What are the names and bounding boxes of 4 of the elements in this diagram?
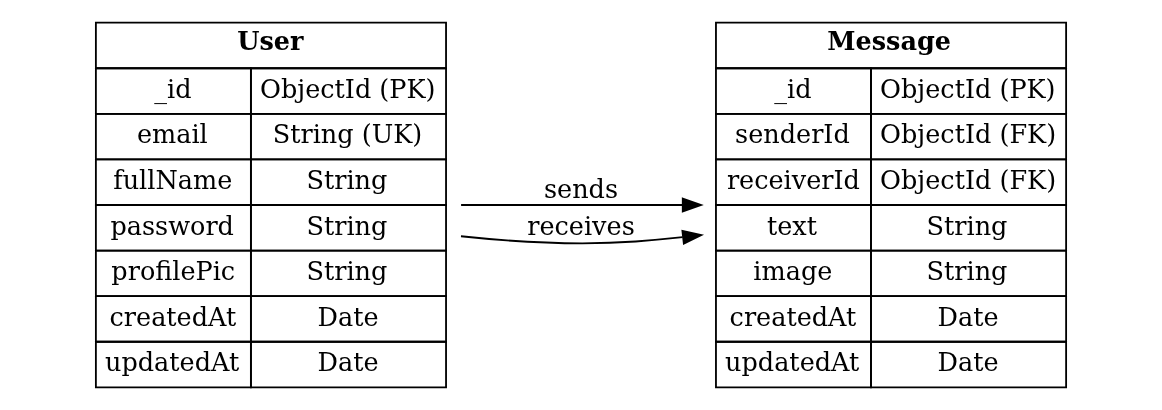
arrow <box>460 229 704 245</box>
edge-label: sends <box>543 174 619 205</box>
arrow <box>460 197 704 213</box>
edge-label: receives <box>527 210 635 241</box>
